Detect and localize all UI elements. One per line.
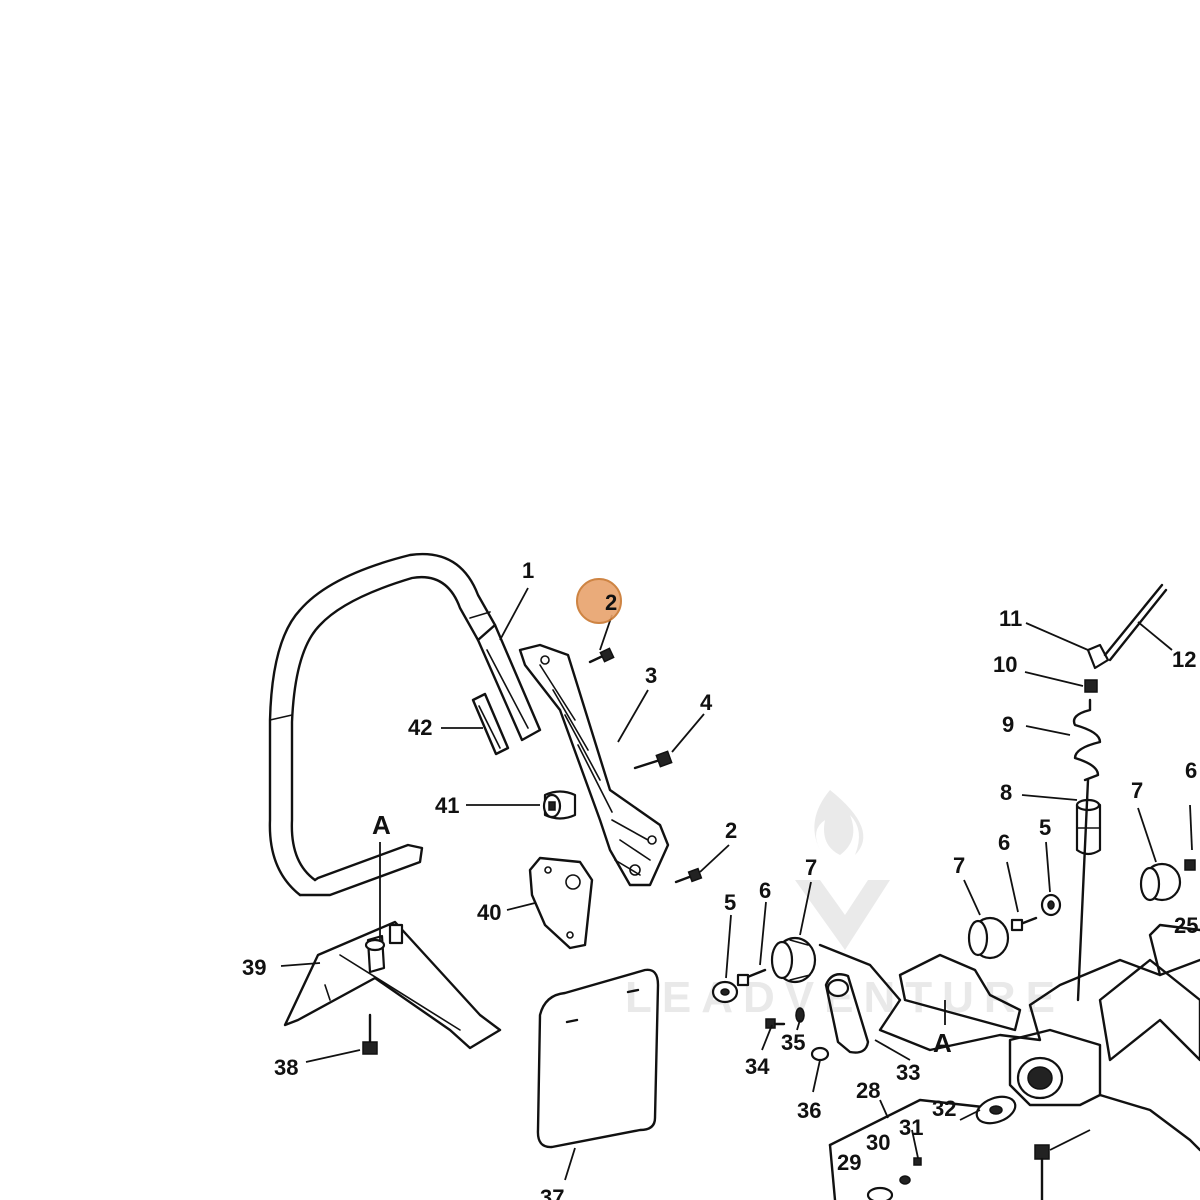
callout-labels: 1 2 2 3 4 5 5 6 6 6 7 7 7 8 9 10 11 12 2… [242, 558, 1198, 1200]
v-logo-icon [795, 880, 890, 950]
part-6-bolt-right [1184, 859, 1196, 871]
part-12-rod [1103, 583, 1168, 662]
leader-lines [280, 587, 1193, 1181]
label-4: 4 [700, 690, 713, 715]
part-29-ring [866, 1186, 894, 1200]
label-31: 31 [899, 1115, 923, 1140]
label-36: 36 [797, 1098, 821, 1123]
label-A-right: A [933, 1028, 952, 1058]
part-5-washer-middle [1040, 893, 1062, 917]
part-41-rubber-mount [542, 790, 577, 820]
label-2-upper[interactable]: 2 [605, 590, 617, 615]
label-9: 9 [1002, 712, 1014, 737]
label-7-left: 7 [805, 855, 817, 880]
part-30-washer [899, 1175, 911, 1185]
label-39: 39 [242, 955, 266, 980]
part-7-mount-middle [967, 916, 1010, 960]
label-2-lower: 2 [725, 818, 737, 843]
part-36-nut [810, 1046, 830, 1062]
highlight-marker[interactable] [576, 578, 622, 624]
part-6-bolt-left [736, 968, 767, 987]
part-35-washer [795, 1007, 805, 1023]
label-3: 3 [645, 663, 657, 688]
part-9-spring [1072, 698, 1102, 1002]
label-7-right: 7 [1131, 778, 1143, 803]
part-10-nut [1084, 679, 1098, 693]
part-32-cap [975, 1095, 1017, 1125]
part-7-mount-left [770, 936, 817, 984]
part-2-bolt-upper [588, 647, 615, 664]
label-8: 8 [1000, 780, 1012, 805]
label-6-left: 6 [759, 878, 771, 903]
part-1-handle-bar [268, 552, 542, 897]
part-40-cover [528, 856, 594, 950]
bolt-lower-right [1034, 1144, 1050, 1200]
label-A-left: A [372, 810, 391, 840]
watermark-text: LEADVENTURE [625, 973, 1065, 1022]
part-7-mount-right [1139, 862, 1182, 902]
frame-assembly [818, 923, 1200, 1200]
label-42: 42 [408, 715, 432, 740]
label-35: 35 [781, 1030, 805, 1055]
part-6-bolt-middle [1010, 916, 1038, 932]
part-33-link [824, 973, 870, 1054]
label-40: 40 [477, 900, 501, 925]
part-3-bracket [518, 643, 670, 887]
label-6-right: 6 [1185, 758, 1197, 783]
part-42-plate [471, 692, 510, 756]
part-4-bolt [633, 750, 673, 770]
label-11: 11 [999, 606, 1022, 631]
label-1: 1 [522, 558, 534, 583]
label-33: 33 [896, 1060, 920, 1085]
label-32: 32 [932, 1096, 956, 1121]
label-10: 10 [993, 652, 1017, 677]
label-25: 25 [1174, 913, 1198, 938]
label-12: 12 [1172, 647, 1196, 672]
label-37: 37 [540, 1185, 564, 1200]
label-38: 38 [274, 1055, 298, 1080]
label-7-middle: 7 [953, 853, 965, 878]
part-31-screw [913, 1157, 922, 1166]
label-6-middle: 6 [998, 830, 1010, 855]
part-37-mat [536, 968, 660, 1149]
label-41: 41 [435, 793, 459, 818]
label-28: 28 [856, 1078, 880, 1103]
label-5-left: 5 [724, 890, 736, 915]
label-5-middle: 5 [1039, 815, 1051, 840]
part-2-bolt-lower [674, 867, 703, 884]
label-29: 29 [837, 1150, 861, 1175]
part-5-washer-left [711, 980, 739, 1004]
part-38-bolt [362, 1013, 378, 1055]
label-34: 34 [745, 1054, 770, 1079]
flame-logo-icon [814, 790, 864, 855]
part-39-base-bracket [283, 920, 502, 1050]
part-11-fitting [1086, 643, 1110, 670]
label-30: 30 [866, 1130, 890, 1155]
part-8-bump-stop [1075, 798, 1102, 856]
